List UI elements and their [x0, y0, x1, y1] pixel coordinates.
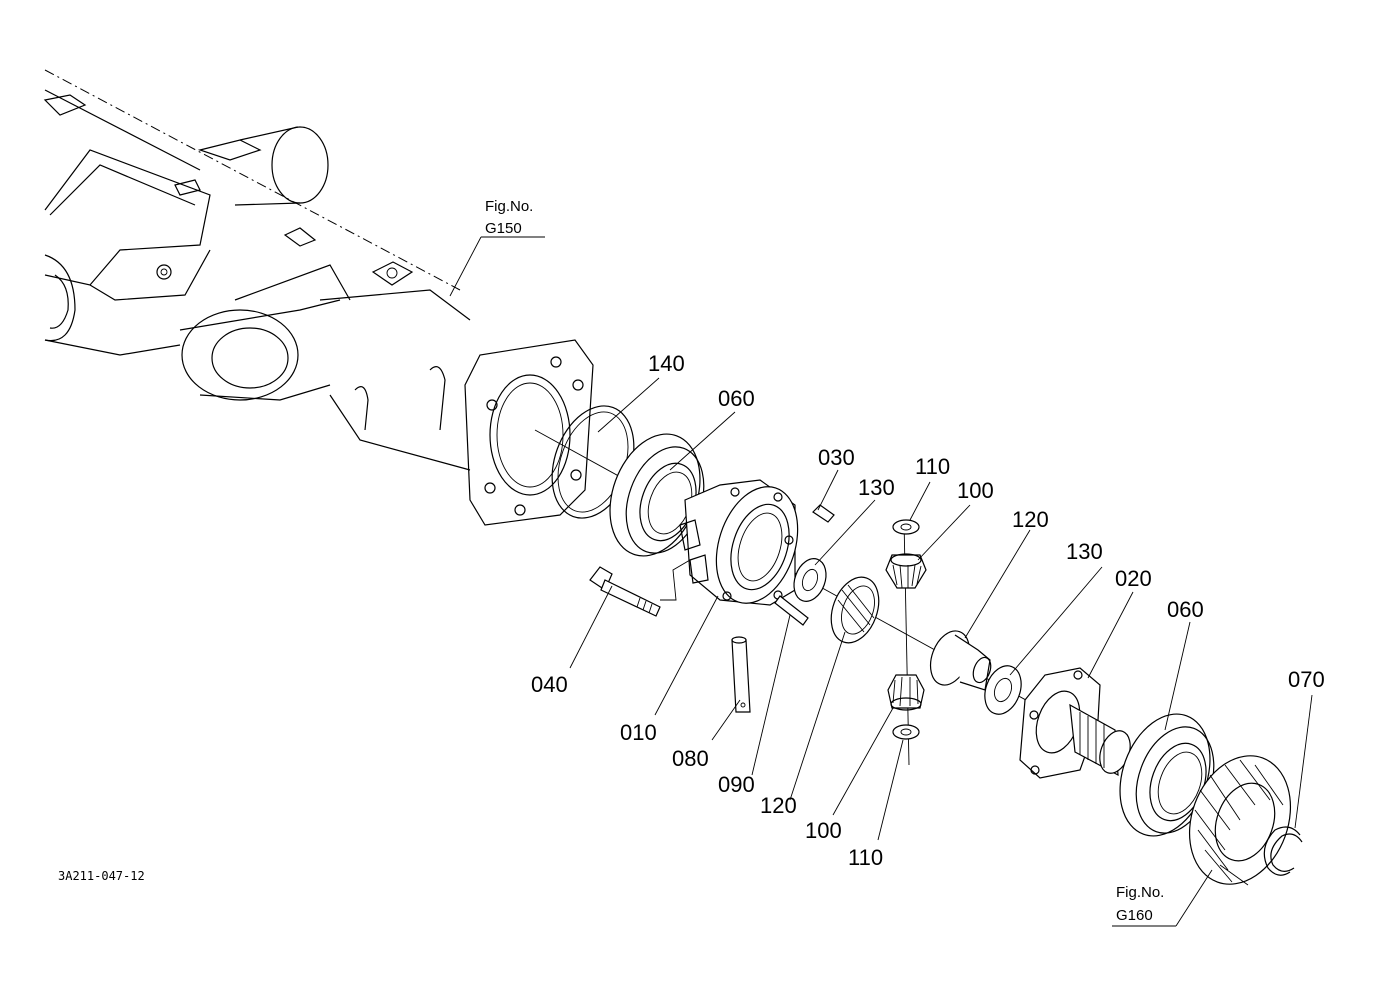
callout-090: 090: [718, 772, 755, 797]
part-110-washer-top: [892, 519, 920, 535]
callout-010: 010: [620, 720, 657, 745]
part-100-pinion-bottom: [887, 674, 925, 711]
part-130-thrust-washer: [793, 558, 827, 602]
figure-reference-g150: Fig.No. G150: [485, 198, 533, 237]
axle-housing: [43, 69, 594, 526]
fig-number: G160: [1116, 907, 1153, 924]
callout-110-bottom: 110: [848, 845, 883, 870]
callout-100-bottom: 100: [805, 818, 842, 843]
figure-reference-g160: Fig.No. G160: [1116, 884, 1164, 924]
callout-110: 110: [915, 454, 950, 479]
callout-130: 130: [858, 475, 895, 500]
callout-020: 020: [1115, 566, 1152, 591]
part-120-side-gear-left: [830, 576, 880, 644]
fig-label: Fig.No.: [485, 198, 533, 215]
part-130-thrust-washer-right: [984, 665, 1022, 715]
fig-number: G150: [485, 220, 522, 237]
callout-080: 080: [672, 746, 709, 771]
fig-label: Fig.No.: [1116, 884, 1164, 901]
part-120-side-gear-right: [929, 630, 992, 691]
callout-100: 100: [957, 478, 994, 503]
callout-130-right: 130: [1066, 539, 1103, 564]
document-code: 3A211-047-12: [58, 869, 145, 883]
callout-120: 120: [1012, 507, 1049, 532]
callout-140: 140: [648, 351, 685, 376]
part-080-shaft: [731, 636, 751, 713]
callout-070: 070: [1288, 667, 1325, 692]
part-070-circlip: [1263, 826, 1303, 876]
part-010-differential-case: [679, 479, 799, 606]
callout-120-bottom: 120: [760, 793, 797, 818]
callout-030: 030: [818, 445, 855, 470]
callout-040: 040: [531, 672, 568, 697]
callout-labels: 140 060 030 130 110 100 120 130 020 060 …: [531, 351, 1325, 870]
callout-060-right: 060: [1167, 597, 1204, 622]
part-100-pinion-top: [885, 553, 927, 589]
callout-060: 060: [718, 386, 755, 411]
leader-lines: [449, 236, 1313, 927]
ring-gear-g160: [1188, 755, 1292, 886]
part-040-bolt: [589, 566, 661, 617]
part-020-differential-case-cover: [1019, 667, 1131, 779]
part-090-pin: [774, 595, 809, 626]
part-110-washer-bottom: [892, 724, 920, 740]
part-030-pin: [812, 504, 835, 523]
